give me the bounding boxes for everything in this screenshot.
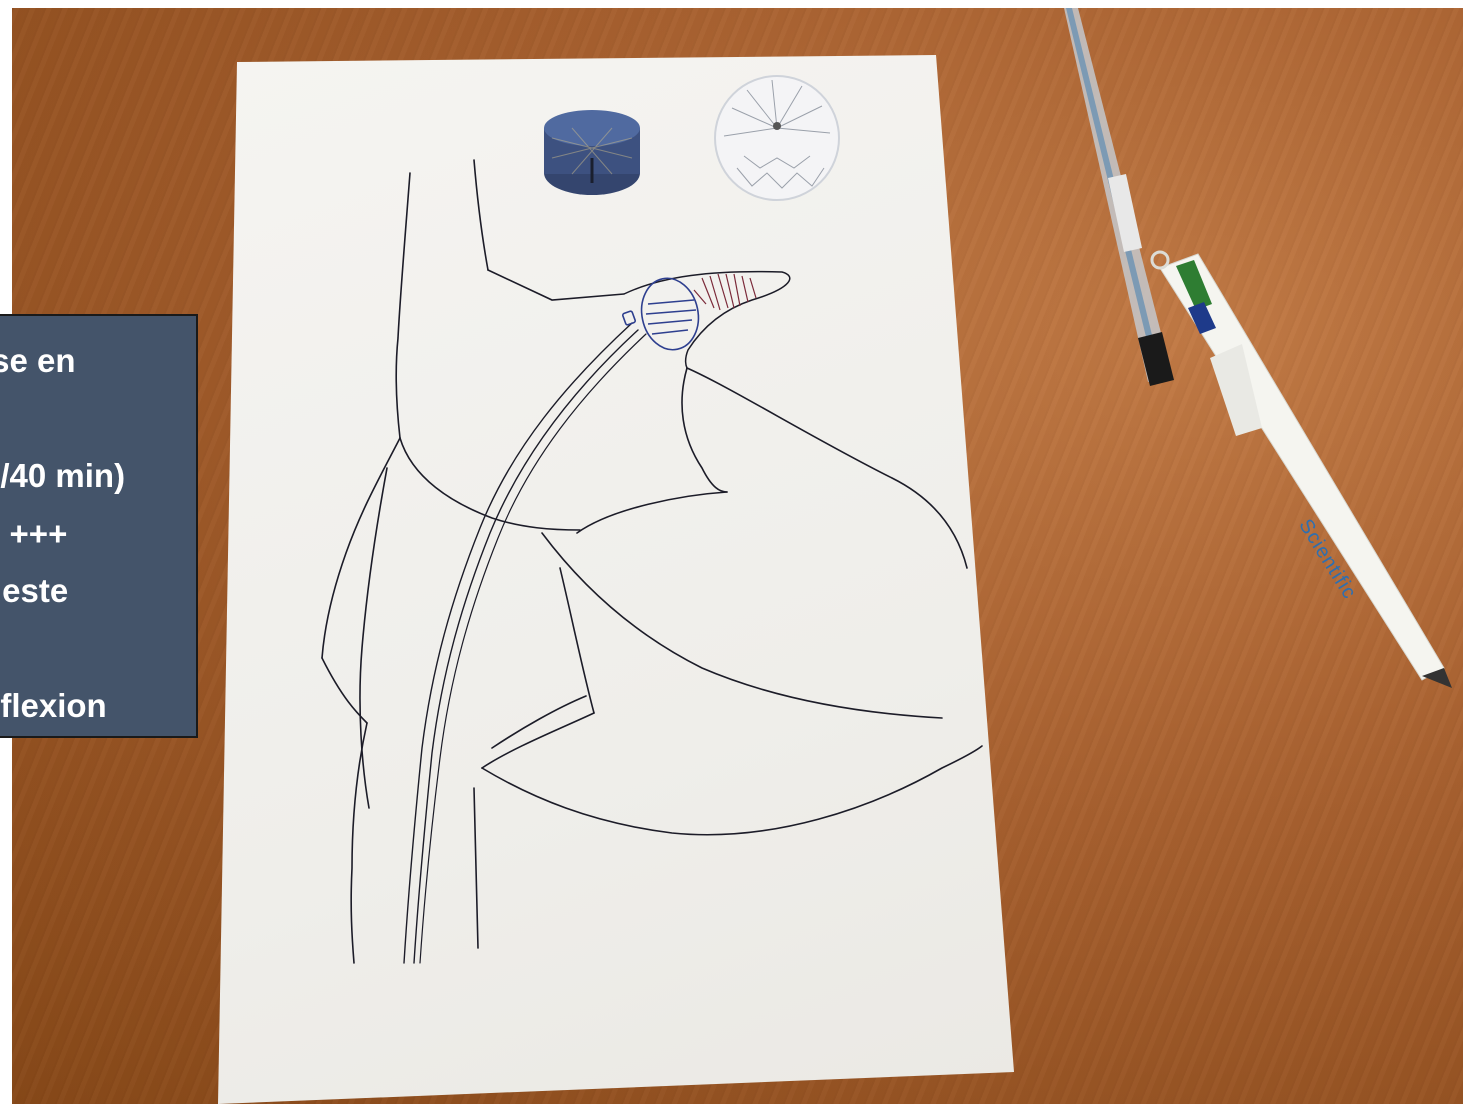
sketch-line [400, 438, 580, 530]
slide-line-6 [0, 620, 186, 678]
desk-photo: Scientific [12, 8, 1463, 1104]
sketch-line [474, 788, 478, 948]
slide-text-box: ise en 0/40 min) e +++ geste éflexion [0, 314, 198, 738]
slide-line-5: geste [0, 562, 186, 620]
sketch-line [482, 713, 594, 768]
sketch-line [492, 696, 586, 748]
slide-line-7: éflexion [0, 677, 186, 735]
pen-ballpoint [1064, 8, 1174, 386]
sketch-line [682, 368, 727, 492]
sketch-catheter [414, 330, 638, 963]
sketch-line [396, 173, 410, 438]
pen-four-color [1152, 252, 1452, 688]
sketch-line [322, 438, 400, 658]
sketch-catheter [420, 334, 646, 963]
slide-line-3: 0/40 min) [0, 447, 186, 505]
sketch-line [577, 492, 727, 533]
sketch-line [542, 533, 942, 718]
sketch-drawing [12, 8, 1463, 1104]
sketch-line [488, 270, 624, 300]
sketch-line [474, 160, 488, 270]
sketch-line [360, 468, 387, 808]
sketch-catheter [404, 323, 632, 963]
device-mesh-plug [544, 110, 640, 195]
sketch-appendage [624, 272, 790, 368]
sketch-line [560, 568, 594, 713]
slide-line-2 [0, 390, 186, 448]
sketch-line [687, 368, 967, 568]
slide-line-4: e +++ [0, 505, 186, 563]
sketch-line [482, 746, 982, 835]
device-white-occluder [715, 76, 839, 200]
sketch-line [351, 723, 367, 963]
slide-line-1: ise en [0, 332, 186, 390]
